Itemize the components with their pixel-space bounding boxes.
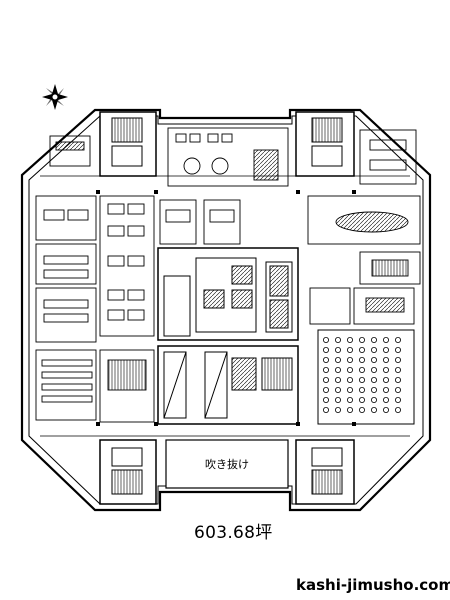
central-core [157,247,299,341]
seat [358,376,365,383]
seat [334,336,341,343]
seat [358,336,365,343]
seat [322,366,329,373]
seat [370,356,377,363]
seat [334,396,341,403]
stair-core-top-left [99,111,157,177]
seat [346,346,353,353]
seat [334,376,341,383]
seat [370,346,377,353]
seat [358,356,365,363]
seat [382,356,389,363]
seat [394,376,401,383]
meeting-room-top-right [307,129,421,285]
restroom-core [157,345,299,425]
seat [358,406,365,413]
training-room [317,329,415,425]
seat [394,366,401,373]
seat [334,366,341,373]
seat [334,386,341,393]
area-label: 603.68坪 [194,523,273,543]
site-watermark: kashi-jimusho.com [296,576,450,594]
seat [382,346,389,353]
seat [334,406,341,413]
seat [370,396,377,403]
seat [346,366,353,373]
seat [370,406,377,413]
seat [370,336,377,343]
seat [334,356,341,363]
seat [382,406,389,413]
seat [346,406,353,413]
right-mid-rooms [309,287,415,325]
seat [346,356,353,363]
seat [346,396,353,403]
seat [322,336,329,343]
seat [382,366,389,373]
compass-icon [42,84,68,110]
seat [322,396,329,403]
center-desks [99,195,241,423]
top-lounge [167,127,289,187]
structural-columns [96,190,356,426]
seat [346,376,353,383]
seat [334,346,341,353]
seat [322,406,329,413]
seat [394,386,401,393]
stair-core-bottom-left [99,439,157,505]
seat [370,386,377,393]
seat [358,386,365,393]
seat [394,346,401,353]
seat [382,376,389,383]
seat [394,356,401,363]
seat [394,406,401,413]
seat [322,386,329,393]
stair-core-top-right [295,111,355,177]
seat [382,396,389,403]
seat [346,336,353,343]
left-offices [35,135,97,421]
seat [370,376,377,383]
seat [358,396,365,403]
seat [346,386,353,393]
seat [394,396,401,403]
seat [394,336,401,343]
stair-core-bottom-right [295,439,355,505]
seat [322,346,329,353]
seat [322,356,329,363]
seat [370,366,377,373]
seat [358,346,365,353]
seat [322,376,329,383]
void-label: 吹き抜け [205,457,249,471]
seat [382,386,389,393]
seat [358,366,365,373]
seat [382,336,389,343]
void-atrium [165,439,289,489]
